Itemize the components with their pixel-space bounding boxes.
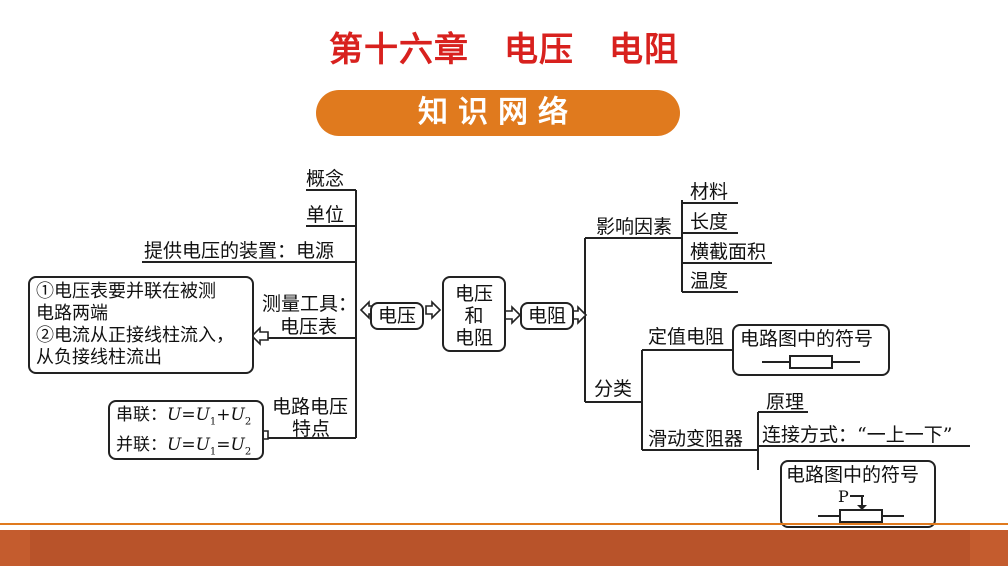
meter-note-1: ①电压表要并联在被测 [36, 281, 216, 302]
arrow-to-resistance [503, 305, 522, 325]
fixed-resistor-label: 定值电阻 [648, 326, 725, 348]
fixed-resistor-symbol-box [732, 324, 890, 376]
voltage-node-label: 电压 [377, 305, 416, 327]
factor-length: 长度 [690, 211, 729, 233]
meter-note-3: ②电流从正接线柱流入， [36, 325, 234, 346]
knowledge-network-banner: 知识网络 [316, 90, 680, 136]
series-parallel-box [108, 400, 264, 460]
center-node-line2: 和 [464, 305, 484, 327]
arrow-to-voltage [425, 300, 442, 320]
branch-concept: 概念 [306, 168, 345, 190]
rheostat-symbol-box [780, 460, 936, 528]
branch-meter-line1: 测量工具： [262, 293, 358, 315]
branch-features-line2: 特点 [292, 418, 331, 440]
parallel-formula: 并联：U=U1=U2 [116, 435, 252, 458]
footer-line [0, 523, 1008, 525]
branch-meter-line2: 电压表 [280, 316, 338, 338]
rheostat-connection: 连接方式：“一上一下” [762, 424, 953, 446]
branch-features-line1: 电路电压 [272, 396, 349, 418]
footer-right-accent [970, 530, 1008, 566]
branch-power-source: 提供电压的装置：电源 [144, 240, 335, 262]
fixed-resistor-symbol-label: 电路图中的符号 [740, 328, 874, 350]
meter-notes-box: ①电压表要并联在被测 电路两端 ②电流从正接线柱流入， 从负接线柱流出 [28, 276, 254, 374]
rheostat-principle: 原理 [766, 391, 805, 413]
parallel-label: 并联： [116, 435, 167, 455]
branch-unit: 单位 [306, 204, 345, 226]
rheostat-label: 滑动变阻器 [648, 428, 744, 450]
resistance-node-label: 电阻 [527, 305, 566, 327]
footer-bar [30, 530, 970, 566]
voltage-node [370, 302, 424, 330]
meter-note-2: 电路两端 [36, 303, 108, 324]
meter-note-4: 从负接线柱流出 [36, 347, 162, 368]
resistance-node [520, 302, 574, 330]
footer-left-accent [0, 530, 30, 566]
chapter-title: 第十六章 电压 电阻 [329, 30, 679, 70]
series-label: 串联： [116, 405, 167, 425]
center-node-line3: 电阻 [454, 327, 493, 349]
factor-temperature: 温度 [690, 270, 729, 292]
factors-label: 影响因素 [596, 216, 673, 238]
center-node-line1: 电压 [454, 283, 493, 305]
center-node [442, 276, 506, 352]
series-formula: 串联：U=U1+U2 [116, 405, 252, 428]
classify-label: 分类 [594, 378, 633, 400]
rheostat-symbol-label: 电路图中的符号 [786, 464, 920, 486]
factor-cross-section: 横截面积 [690, 241, 767, 263]
factor-material: 材料 [690, 181, 729, 203]
rheostat-slider-letter: P [838, 487, 849, 506]
